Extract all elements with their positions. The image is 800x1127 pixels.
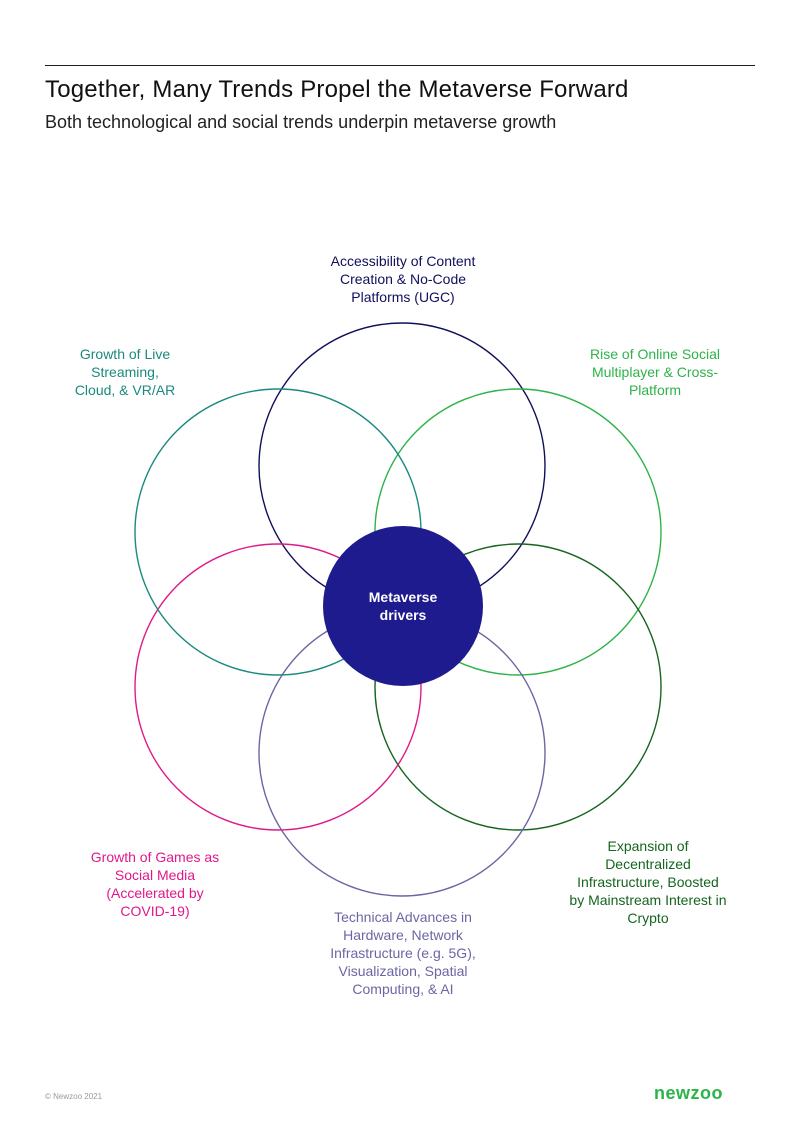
copyright-text: © Newzoo 2021 (45, 1092, 103, 1101)
label-line: Accessibility of Content (330, 253, 476, 269)
newzoo-logo: newzoo (654, 1083, 723, 1103)
label-line: COVID-19) (120, 903, 190, 919)
label-line: by Mainstream Interest in (569, 892, 727, 908)
label-games: Growth of Games as Social Media (Acceler… (55, 848, 255, 920)
label-tech: Technical Advances in Hardware, Network … (293, 908, 513, 998)
label-line: Visualization, Spatial (338, 963, 468, 979)
center-label-line: drivers (379, 607, 427, 623)
label-line: Multiplayer & Cross- (591, 364, 719, 380)
label-line: Growth of Games as (90, 849, 220, 865)
label-line: Streaming, (91, 364, 159, 380)
center-label: Metaverse drivers (323, 588, 483, 624)
label-line: Creation & No-Code (339, 271, 467, 287)
label-line: Hardware, Network (343, 927, 463, 943)
center-label-line: Metaverse (368, 589, 438, 605)
label-line: Platforms (UGC) (351, 289, 455, 305)
label-ugc: Accessibility of Content Creation & No-C… (283, 252, 523, 306)
label-line: (Accelerated by (106, 885, 204, 901)
label-line: Growth of Live (79, 346, 171, 362)
top-rule (45, 65, 755, 66)
center-circle (323, 526, 483, 686)
circle-crypto (374, 543, 662, 831)
circle-games (134, 543, 422, 831)
page-subtitle: Both technological and social trends und… (45, 112, 557, 132)
label-line: Cloud, & VR/AR (74, 382, 176, 398)
label-streaming: Growth of Live Streaming, Cloud, & VR/AR (40, 345, 210, 399)
label-line: Computing, & AI (352, 981, 454, 997)
label-crypto: Expansion of Decentralized Infrastructur… (538, 837, 758, 927)
label-line: Expansion of (607, 838, 689, 854)
label-line: Crypto (627, 910, 669, 926)
label-line: Platform (628, 382, 682, 398)
label-line: Infrastructure (e.g. 5G), (330, 945, 476, 961)
label-line: Rise of Online Social (590, 346, 720, 362)
label-line: Decentralized (605, 856, 691, 872)
page-title: Together, Many Trends Propel the Metaver… (45, 76, 629, 103)
label-social: Rise of Online Social Multiplayer & Cros… (545, 345, 765, 399)
label-line: Social Media (114, 867, 196, 883)
label-line: Infrastructure, Boosted (577, 874, 719, 890)
label-line: Technical Advances in (334, 909, 472, 925)
